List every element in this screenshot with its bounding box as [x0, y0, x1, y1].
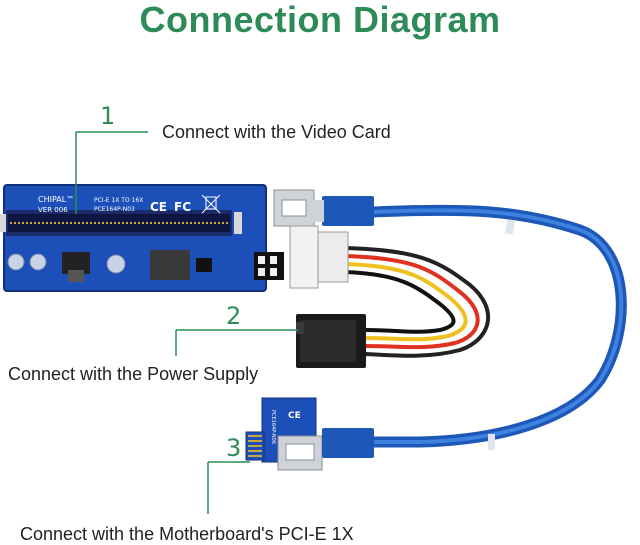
page-title: Connection Diagram	[139, 0, 501, 40]
callout-label-1: Connect with the Video Card	[162, 122, 391, 142]
adapter-model: PCE164P-N06	[270, 410, 276, 444]
callout-number-3: 3	[226, 434, 242, 462]
board-fc-mark: FC	[174, 200, 191, 214]
weee-bin-icon	[201, 194, 221, 214]
usb-port	[273, 189, 315, 227]
callout-lines	[75, 131, 298, 514]
callout-number-1: 1	[100, 102, 116, 130]
adapter-ce-mark: CE	[288, 411, 301, 421]
board-version: VER 006	[38, 206, 68, 214]
callout-label-2: Connect with the Power Supply	[8, 364, 259, 384]
power-wires	[344, 246, 490, 358]
usb-cable	[366, 204, 627, 450]
board-spec: PCI-E 1X TO 16X	[94, 197, 143, 204]
callout-label-3: Connect with the Motherboard's PCI-E 1X	[20, 524, 354, 544]
board-brand: CHIPAL™	[38, 195, 74, 204]
board-ce-mark: CE	[150, 200, 167, 214]
sata-power-connector	[296, 314, 366, 368]
riser-board: CHIPAL™ VER 006 PCI-E 1X TO 16X PCE164P-…	[0, 184, 374, 292]
pcie-x1-adapter: CE PCE164P-N06	[245, 397, 374, 471]
board-model: PCE164P-N03	[94, 206, 135, 213]
callout-number-2: 2	[226, 302, 242, 330]
pcie-x16-slot	[0, 210, 242, 236]
